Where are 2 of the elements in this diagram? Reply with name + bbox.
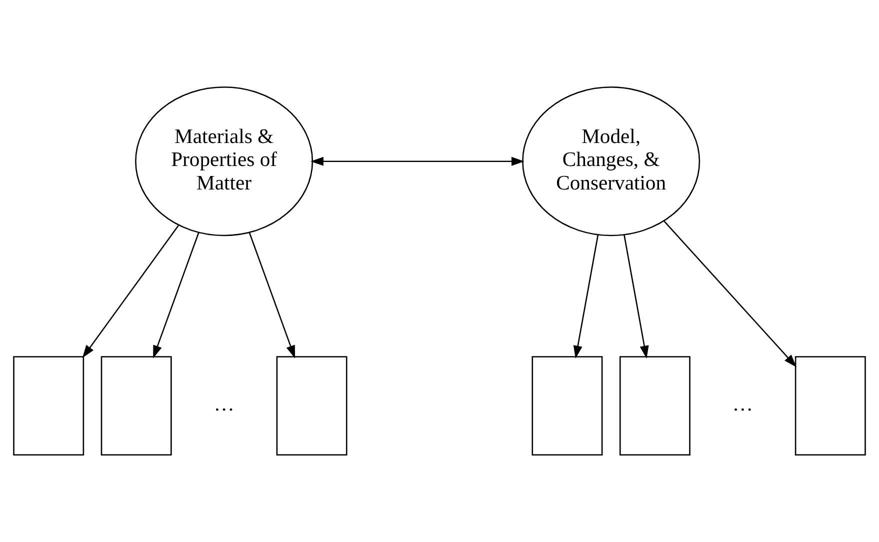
label: … — [732, 394, 753, 416]
label: … — [214, 394, 234, 416]
